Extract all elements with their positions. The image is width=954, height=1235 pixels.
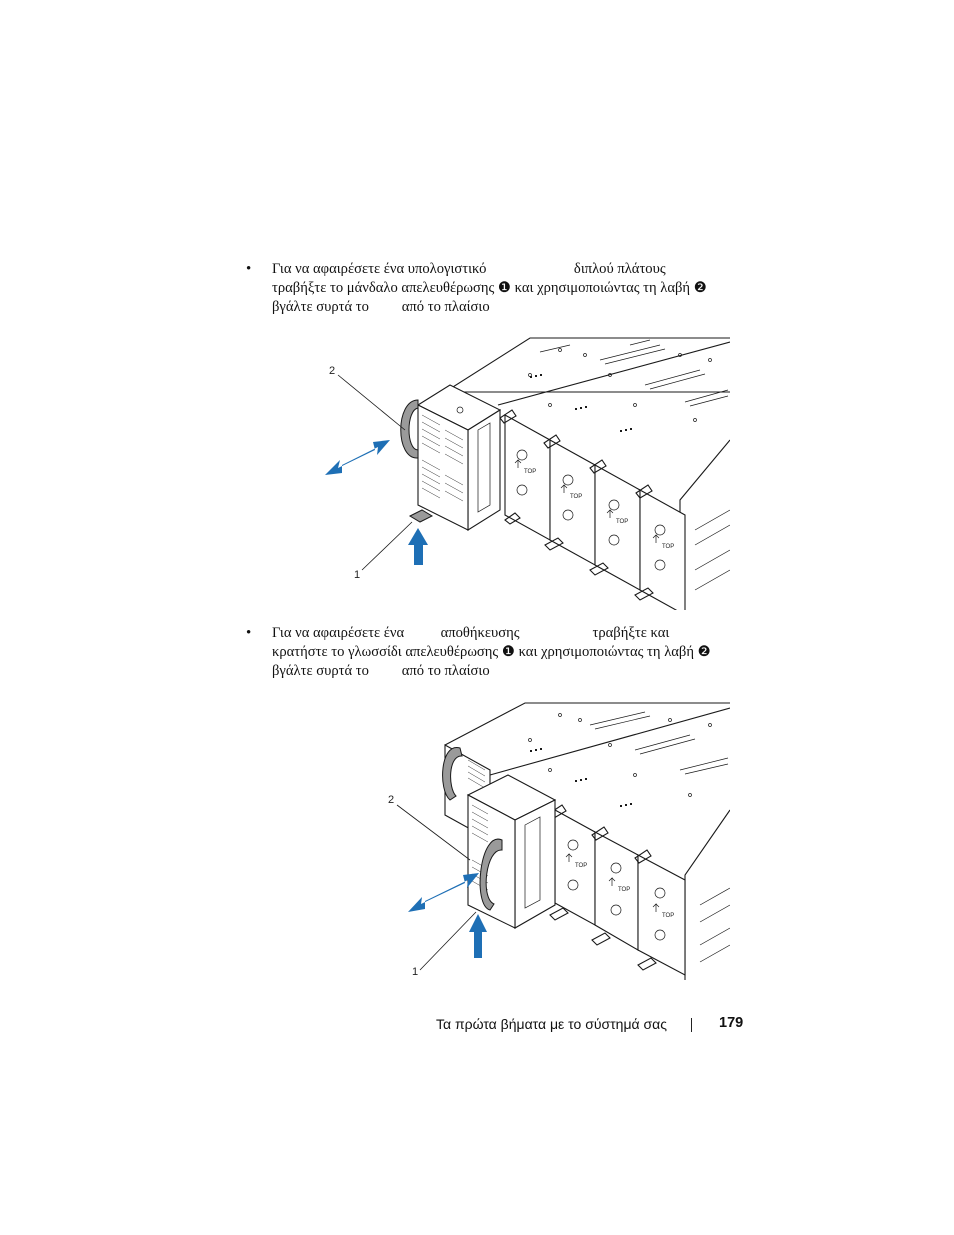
instruction-2-line-2: κρατήστε το γλωσσίδι απελευθέρωσης ❶ και…	[272, 644, 711, 660]
bullet-1: •	[246, 261, 252, 277]
instruction-1-line-3: βγάλτε συρτά το από το πλαίσιο	[272, 299, 490, 315]
top-label: TOP	[570, 494, 582, 500]
bullet-2: •	[246, 625, 252, 641]
figure-remove-double-width-sled: TOP TOP TOP TOP	[325, 337, 730, 610]
pull-direction-arrow	[325, 440, 390, 475]
top-label: TOP	[616, 519, 628, 525]
instruction-paragraph-2: Για να αφαιρέσετε ένα αποθήκευσης τραβήξ…	[272, 624, 752, 681]
callout-2-handle: 2	[329, 365, 336, 377]
release-tab-arrow	[469, 914, 487, 958]
top-label: TOP	[618, 887, 630, 893]
top-label: TOP	[575, 863, 587, 869]
instruction-1-line-1: Για να αφαιρέσετε ένα υπολογιστικό διπλο…	[272, 261, 666, 277]
top-label: TOP	[662, 544, 674, 550]
pull-direction-arrow	[408, 873, 479, 912]
top-label: TOP	[662, 913, 674, 919]
callout-1-release-tab: 1	[412, 966, 419, 978]
top-label: TOP	[524, 469, 536, 475]
instruction-2-line-3: βγάλτε συρτά το από το πλαίσιο	[272, 663, 490, 679]
footer-separator	[691, 1018, 692, 1032]
page-number: 179	[719, 1015, 744, 1031]
footer-chapter-title: Τα πρώτα βήματα με το σύστημά σας	[436, 1016, 667, 1032]
callout-2-handle: 2	[388, 794, 395, 806]
instruction-1-line-2: τραβήξτε το μάνδαλο απελευθέρωσης ❶ και …	[272, 280, 707, 296]
instruction-2-line-1: Για να αφαιρέσετε ένα αποθήκευσης τραβήξ…	[272, 625, 670, 641]
release-latch-arrow	[408, 528, 428, 565]
callout-1-release-latch: 1	[354, 569, 361, 581]
instruction-paragraph-1: Για να αφαιρέσετε ένα υπολογιστικό διπλο…	[272, 260, 752, 317]
figure-remove-storage-sled: TOP TOP TOP	[396, 702, 730, 980]
